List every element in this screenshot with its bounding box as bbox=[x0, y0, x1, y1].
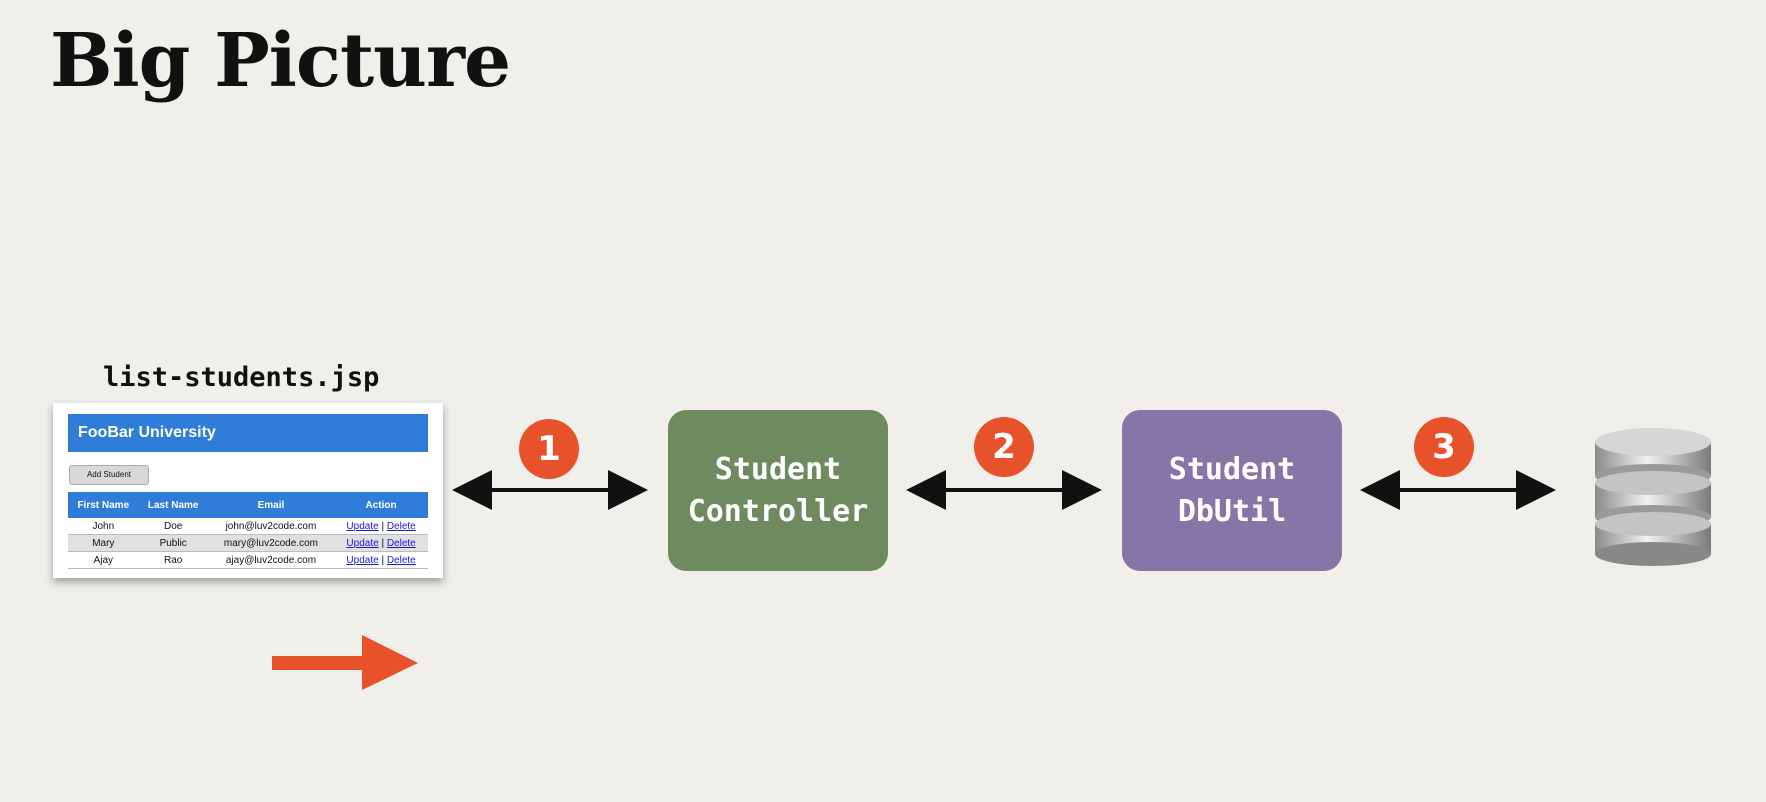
table-row: John Doe john@luv2code.com Update | Dele… bbox=[68, 518, 428, 535]
delete-link[interactable]: Delete bbox=[386, 554, 416, 566]
col-last-name: Last Name bbox=[138, 492, 208, 518]
students-table: First Name Last Name Email Action John D… bbox=[68, 492, 428, 569]
cell-last: Public bbox=[138, 534, 208, 552]
cell-first: John bbox=[68, 518, 139, 535]
controller-line1: Student bbox=[714, 451, 842, 487]
update-link[interactable]: Update bbox=[346, 520, 379, 532]
separator: | bbox=[381, 554, 385, 566]
col-action: Action bbox=[334, 492, 428, 518]
table-row: Mary Public mary@luv2code.com Update | D… bbox=[68, 534, 428, 552]
cell-last: Doe bbox=[138, 518, 208, 535]
table-row: Ajay Rao ajay@luv2code.com Update | Dele… bbox=[68, 551, 428, 569]
update-link[interactable]: Update bbox=[346, 537, 379, 549]
add-student-button[interactable]: Add Student bbox=[69, 465, 149, 485]
separator: | bbox=[381, 520, 385, 532]
slide-title: Big Picture bbox=[50, 18, 511, 104]
table-header-row: First Name Last Name Email Action bbox=[68, 492, 428, 518]
cell-action: Update | Delete bbox=[334, 534, 428, 552]
cell-action: Update | Delete bbox=[334, 518, 428, 535]
step-badge-3: 3 bbox=[1414, 417, 1474, 477]
cell-email: john@luv2code.com bbox=[207, 518, 335, 535]
separator: | bbox=[381, 537, 385, 549]
student-dbutil-box: Student DbUtil bbox=[1122, 410, 1342, 571]
jsp-screenshot: FooBar University Add Student First Name… bbox=[53, 403, 443, 578]
update-link[interactable]: Update bbox=[346, 554, 379, 566]
delete-link[interactable]: Delete bbox=[386, 520, 416, 532]
jsp-header: FooBar University bbox=[68, 414, 428, 452]
col-first-name: First Name bbox=[68, 492, 139, 518]
dbutil-line2: DbUtil bbox=[1177, 493, 1287, 529]
cell-email: mary@luv2code.com bbox=[207, 534, 335, 552]
student-controller-box: Student Controller bbox=[668, 410, 888, 571]
step-badge-2: 2 bbox=[974, 417, 1034, 477]
delete-link[interactable]: Delete bbox=[386, 537, 416, 549]
cell-email: ajay@luv2code.com bbox=[207, 551, 335, 569]
controller-line2: Controller bbox=[687, 493, 869, 529]
database-icon bbox=[1595, 428, 1711, 566]
arrow-right-icon bbox=[272, 635, 418, 690]
dbutil-line1: Student bbox=[1168, 451, 1296, 487]
cell-first: Mary bbox=[68, 534, 139, 552]
jsp-filename: list-students.jsp bbox=[103, 362, 380, 393]
cell-last: Rao bbox=[138, 551, 208, 569]
cell-first: Ajay bbox=[68, 551, 139, 569]
step-badge-1: 1 bbox=[519, 419, 579, 479]
cell-action: Update | Delete bbox=[334, 551, 428, 569]
col-email: Email bbox=[207, 492, 335, 518]
